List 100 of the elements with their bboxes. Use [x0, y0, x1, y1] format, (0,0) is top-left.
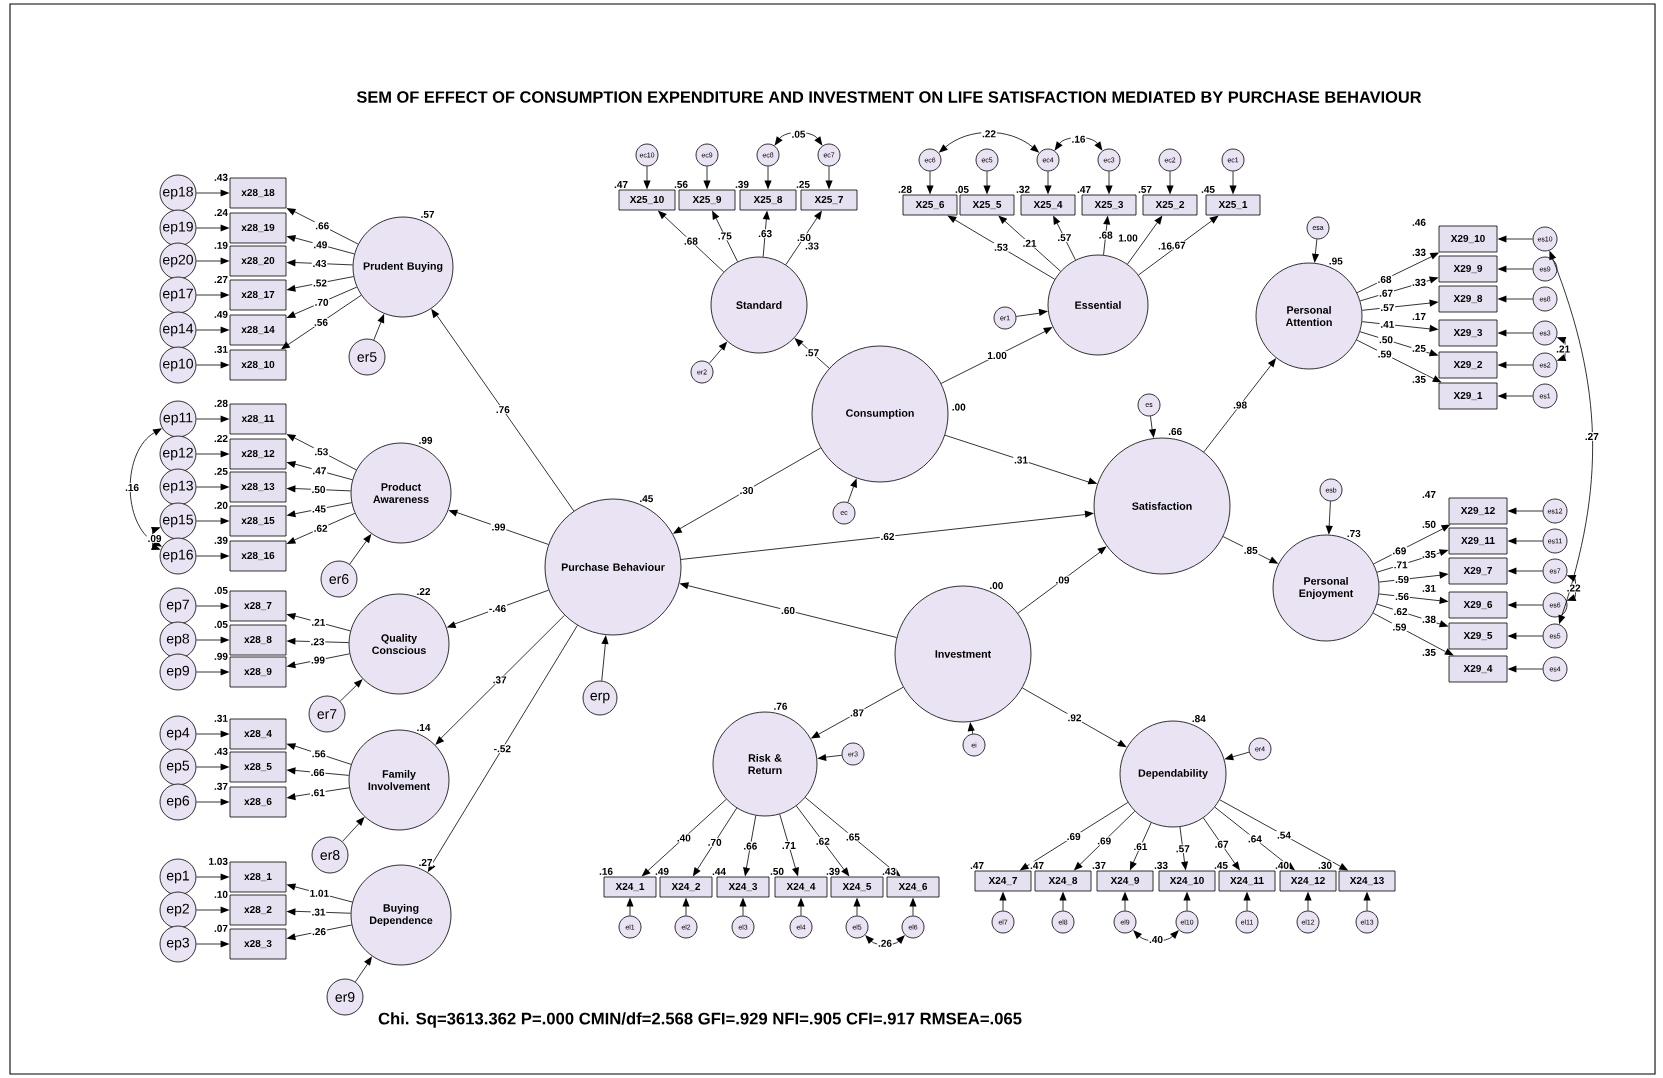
observed-variable-box: X24_4	[774, 876, 828, 898]
value-label: .99	[213, 652, 229, 661]
observed-variable-box: x28_4	[229, 718, 287, 750]
arrow	[342, 816, 365, 842]
arrow	[280, 294, 362, 350]
arrow	[1325, 501, 1333, 535]
observed-variable-box: X24_7	[974, 870, 1032, 892]
arrow	[196, 291, 230, 299]
edge-label: .50	[1379, 336, 1393, 344]
arrow	[196, 906, 230, 914]
edge-label: .71	[782, 842, 796, 849]
covariance-arrow	[1556, 336, 1567, 362]
observed-variable-box: X29_5	[1448, 622, 1508, 650]
arrow	[1507, 507, 1543, 515]
edge-label: .50	[312, 486, 326, 494]
arrow	[286, 259, 354, 267]
edge-label: .40	[1149, 936, 1163, 944]
edge-label: -.46	[489, 605, 506, 613]
covariance-arrow	[1566, 574, 1577, 602]
arrow	[1243, 891, 1251, 911]
arrow	[196, 602, 230, 610]
edge-label: .05	[792, 130, 806, 138]
arrow	[1073, 810, 1136, 871]
arrow	[1378, 593, 1449, 604]
observed-variable-box: X25_3	[1081, 194, 1137, 216]
edge-label: .31	[312, 908, 326, 916]
arrow	[196, 415, 230, 423]
edge-label: 1.01	[310, 889, 329, 897]
arrow	[286, 908, 352, 916]
observed-variable-box: X25_4	[1020, 194, 1076, 216]
arrow	[1148, 415, 1157, 439]
observed-variable-box: x28_3	[229, 928, 287, 960]
value-label: .45	[1213, 861, 1229, 870]
arrow	[601, 635, 609, 682]
arrow	[762, 210, 770, 258]
arrow	[794, 338, 830, 369]
arrow	[1059, 891, 1067, 911]
value-label: .16	[1158, 242, 1172, 250]
value-label: .38	[1421, 615, 1437, 624]
observed-variable-box: X24_11	[1218, 870, 1276, 892]
edge-label: .41	[1381, 320, 1395, 328]
edge-label: .98	[1233, 401, 1247, 409]
arrow	[196, 517, 230, 525]
arrow	[1105, 171, 1113, 195]
arrow	[1507, 567, 1543, 575]
value-label: .43	[213, 747, 229, 756]
arrow	[1311, 238, 1320, 263]
edge-label: .61	[311, 789, 325, 797]
observed-variable-box: X25_7	[800, 189, 858, 211]
value-label: .66	[1167, 427, 1183, 436]
arrow	[1507, 601, 1543, 609]
edge-label: .57	[1058, 234, 1071, 242]
edge-label: .09	[148, 534, 162, 543]
arrow	[682, 897, 690, 916]
value-label: .35	[1421, 648, 1437, 657]
covariance-arrow	[938, 132, 1040, 153]
value-label: .14	[415, 723, 432, 732]
value-label: .47	[1076, 185, 1092, 194]
edge-label: .99	[492, 523, 506, 531]
observed-variable-box: x28_14	[229, 314, 287, 346]
arrow	[286, 637, 350, 645]
observed-variable-box: x28_19	[229, 212, 287, 244]
edge-label: .16	[125, 483, 139, 492]
observed-variable-box: x28_12	[229, 438, 287, 470]
edge-label: .61	[1134, 843, 1148, 851]
value-label: .05	[213, 620, 229, 629]
arrow	[779, 813, 799, 877]
edge-label: .59	[1395, 575, 1409, 584]
observed-variable-box: X24_8	[1034, 870, 1092, 892]
observed-variable-box: X29_6	[1448, 591, 1508, 619]
observed-variable-box: X25_2	[1142, 194, 1198, 216]
edge-label: .66	[311, 768, 325, 777]
arrow	[1497, 361, 1533, 369]
edge-label: .62	[816, 837, 830, 845]
arrow	[1507, 632, 1543, 640]
edge-label: .40	[677, 834, 691, 842]
arrow	[764, 166, 772, 190]
value-label: .25	[1411, 344, 1427, 353]
arrow	[853, 897, 861, 916]
edge-label: -.52	[494, 745, 511, 753]
arrow	[1356, 252, 1440, 294]
arrow	[1222, 536, 1279, 564]
arrow	[657, 210, 725, 273]
observed-variable-box: X29_1	[1438, 382, 1498, 410]
arrow	[286, 743, 352, 765]
value-label: .84	[1191, 714, 1207, 723]
edge-label: .87	[850, 709, 864, 717]
edge-label: .53	[315, 448, 328, 456]
arrow	[196, 189, 230, 197]
title: SEM OF EFFECT OF CONSUMPTION EXPENDITURE AND INVESTMENT ON LIFE SATISFACTION MEDIATED BY PURCHASE BEHAVIOUR	[356, 91, 1422, 103]
observed-variable-box: X29_10	[1438, 225, 1498, 253]
observed-variable-box: x28_6	[229, 786, 287, 818]
arrow	[349, 533, 372, 565]
arrow	[672, 447, 822, 534]
arrow	[446, 589, 550, 628]
edge-label: .22	[1567, 584, 1581, 592]
arrow	[1497, 329, 1533, 337]
observed-variable-box: x28_5	[229, 751, 287, 783]
observed-variable-box: x28_1	[229, 861, 287, 893]
arrow	[286, 276, 354, 292]
